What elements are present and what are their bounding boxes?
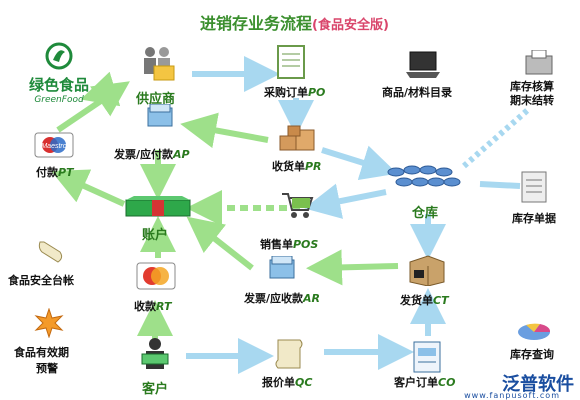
- arrow-invoice-ar-to-account: [186, 216, 254, 271]
- pos-label: 销售单POS: [260, 238, 319, 251]
- maestro-card-icon: Maestro: [34, 132, 74, 158]
- purchase-order-icon: [277, 45, 305, 79]
- invoice-ar-icon: [269, 256, 295, 279]
- invoice-ap-label: 发票/应付款AP: [114, 148, 190, 161]
- supplier-label: 供应商: [136, 92, 176, 107]
- brand-name: 泛普软件: [502, 374, 574, 395]
- customer-label: 客户: [142, 382, 169, 397]
- green-food-logo: 绿色食品 GreenFood: [24, 42, 94, 105]
- shopping-cart-icon: [282, 193, 314, 218]
- qc-label: 报价单QC: [262, 376, 313, 389]
- arrow-warehouse-to-stock-doc: [479, 181, 521, 189]
- warning-burst-icon: [34, 308, 64, 338]
- account-cash-icon: [125, 196, 191, 217]
- diagram-title: 进销存业务流程(食品安全版): [200, 10, 389, 34]
- receipt-label: 收款RT: [134, 300, 172, 313]
- brand-url: www.fanpusoft.com: [464, 391, 560, 400]
- arrow-pr-to-warehouse: [321, 145, 398, 181]
- inventory-check-line2: 期末结转: [510, 94, 554, 107]
- shipping-box-icon: [409, 255, 445, 286]
- arrow-pr-to-invoice-ap: [180, 112, 269, 149]
- title-text: 进销存业务流程: [200, 14, 313, 33]
- expiry-warn-line1: 食品有效期: [14, 346, 69, 359]
- po-label: 采购订单PO: [264, 86, 326, 99]
- calculator-icon: [525, 50, 553, 75]
- laptop-icon: [406, 51, 440, 78]
- goods-receipt-icon: [279, 125, 315, 151]
- warehouse-icon: [387, 165, 461, 187]
- ct-label: 发货单CT: [400, 294, 449, 307]
- expiry-warn-line2: 预警: [36, 362, 58, 375]
- green-food-en: GreenFood: [34, 95, 84, 105]
- scroll-ledger-icon: [38, 241, 63, 263]
- food-ledger-label: 食品安全台帐: [8, 274, 74, 287]
- arrow-account-to-payment: [51, 169, 126, 207]
- pie-chart-icon: [518, 323, 551, 340]
- customer-icon: [141, 338, 169, 369]
- account-label: 账户: [142, 228, 169, 243]
- payment-label: 付款PT: [36, 166, 74, 179]
- warehouse-label: 仓库: [412, 206, 439, 221]
- arrow-payment-to-supplier: [56, 81, 130, 133]
- stock-query-label: 库存查询: [510, 348, 554, 361]
- customer-order-icon: [413, 341, 441, 373]
- co-label: 客户订单CO: [394, 376, 456, 389]
- inventory-check-line1: 库存核算: [510, 80, 554, 93]
- subtitle-text: (食品安全版): [312, 18, 389, 33]
- mastercard-icon: [136, 262, 176, 290]
- arrow-warehouse-to-pos: [304, 183, 387, 219]
- product-catalog-label: 商品/材料目录: [382, 86, 453, 99]
- arrow-warehouse-to-inventory-check-dashed: [462, 105, 532, 169]
- invoice-ap-icon: [147, 104, 173, 127]
- stock-document-icon: [521, 171, 547, 203]
- supplier-icon: [144, 47, 175, 81]
- arrow-ct-to-invoice-ar: [306, 249, 399, 286]
- pr-label: 收货单PR: [272, 160, 322, 173]
- invoice-ar-label: 发票/应收款AR: [244, 292, 321, 305]
- svg-text:Maestro: Maestro: [41, 143, 66, 150]
- stock-doc-label: 库存单据: [512, 212, 556, 225]
- green-food-icon: [45, 42, 73, 70]
- quotation-scroll-icon: [275, 339, 303, 369]
- green-food-cn: 绿色食品: [28, 76, 89, 94]
